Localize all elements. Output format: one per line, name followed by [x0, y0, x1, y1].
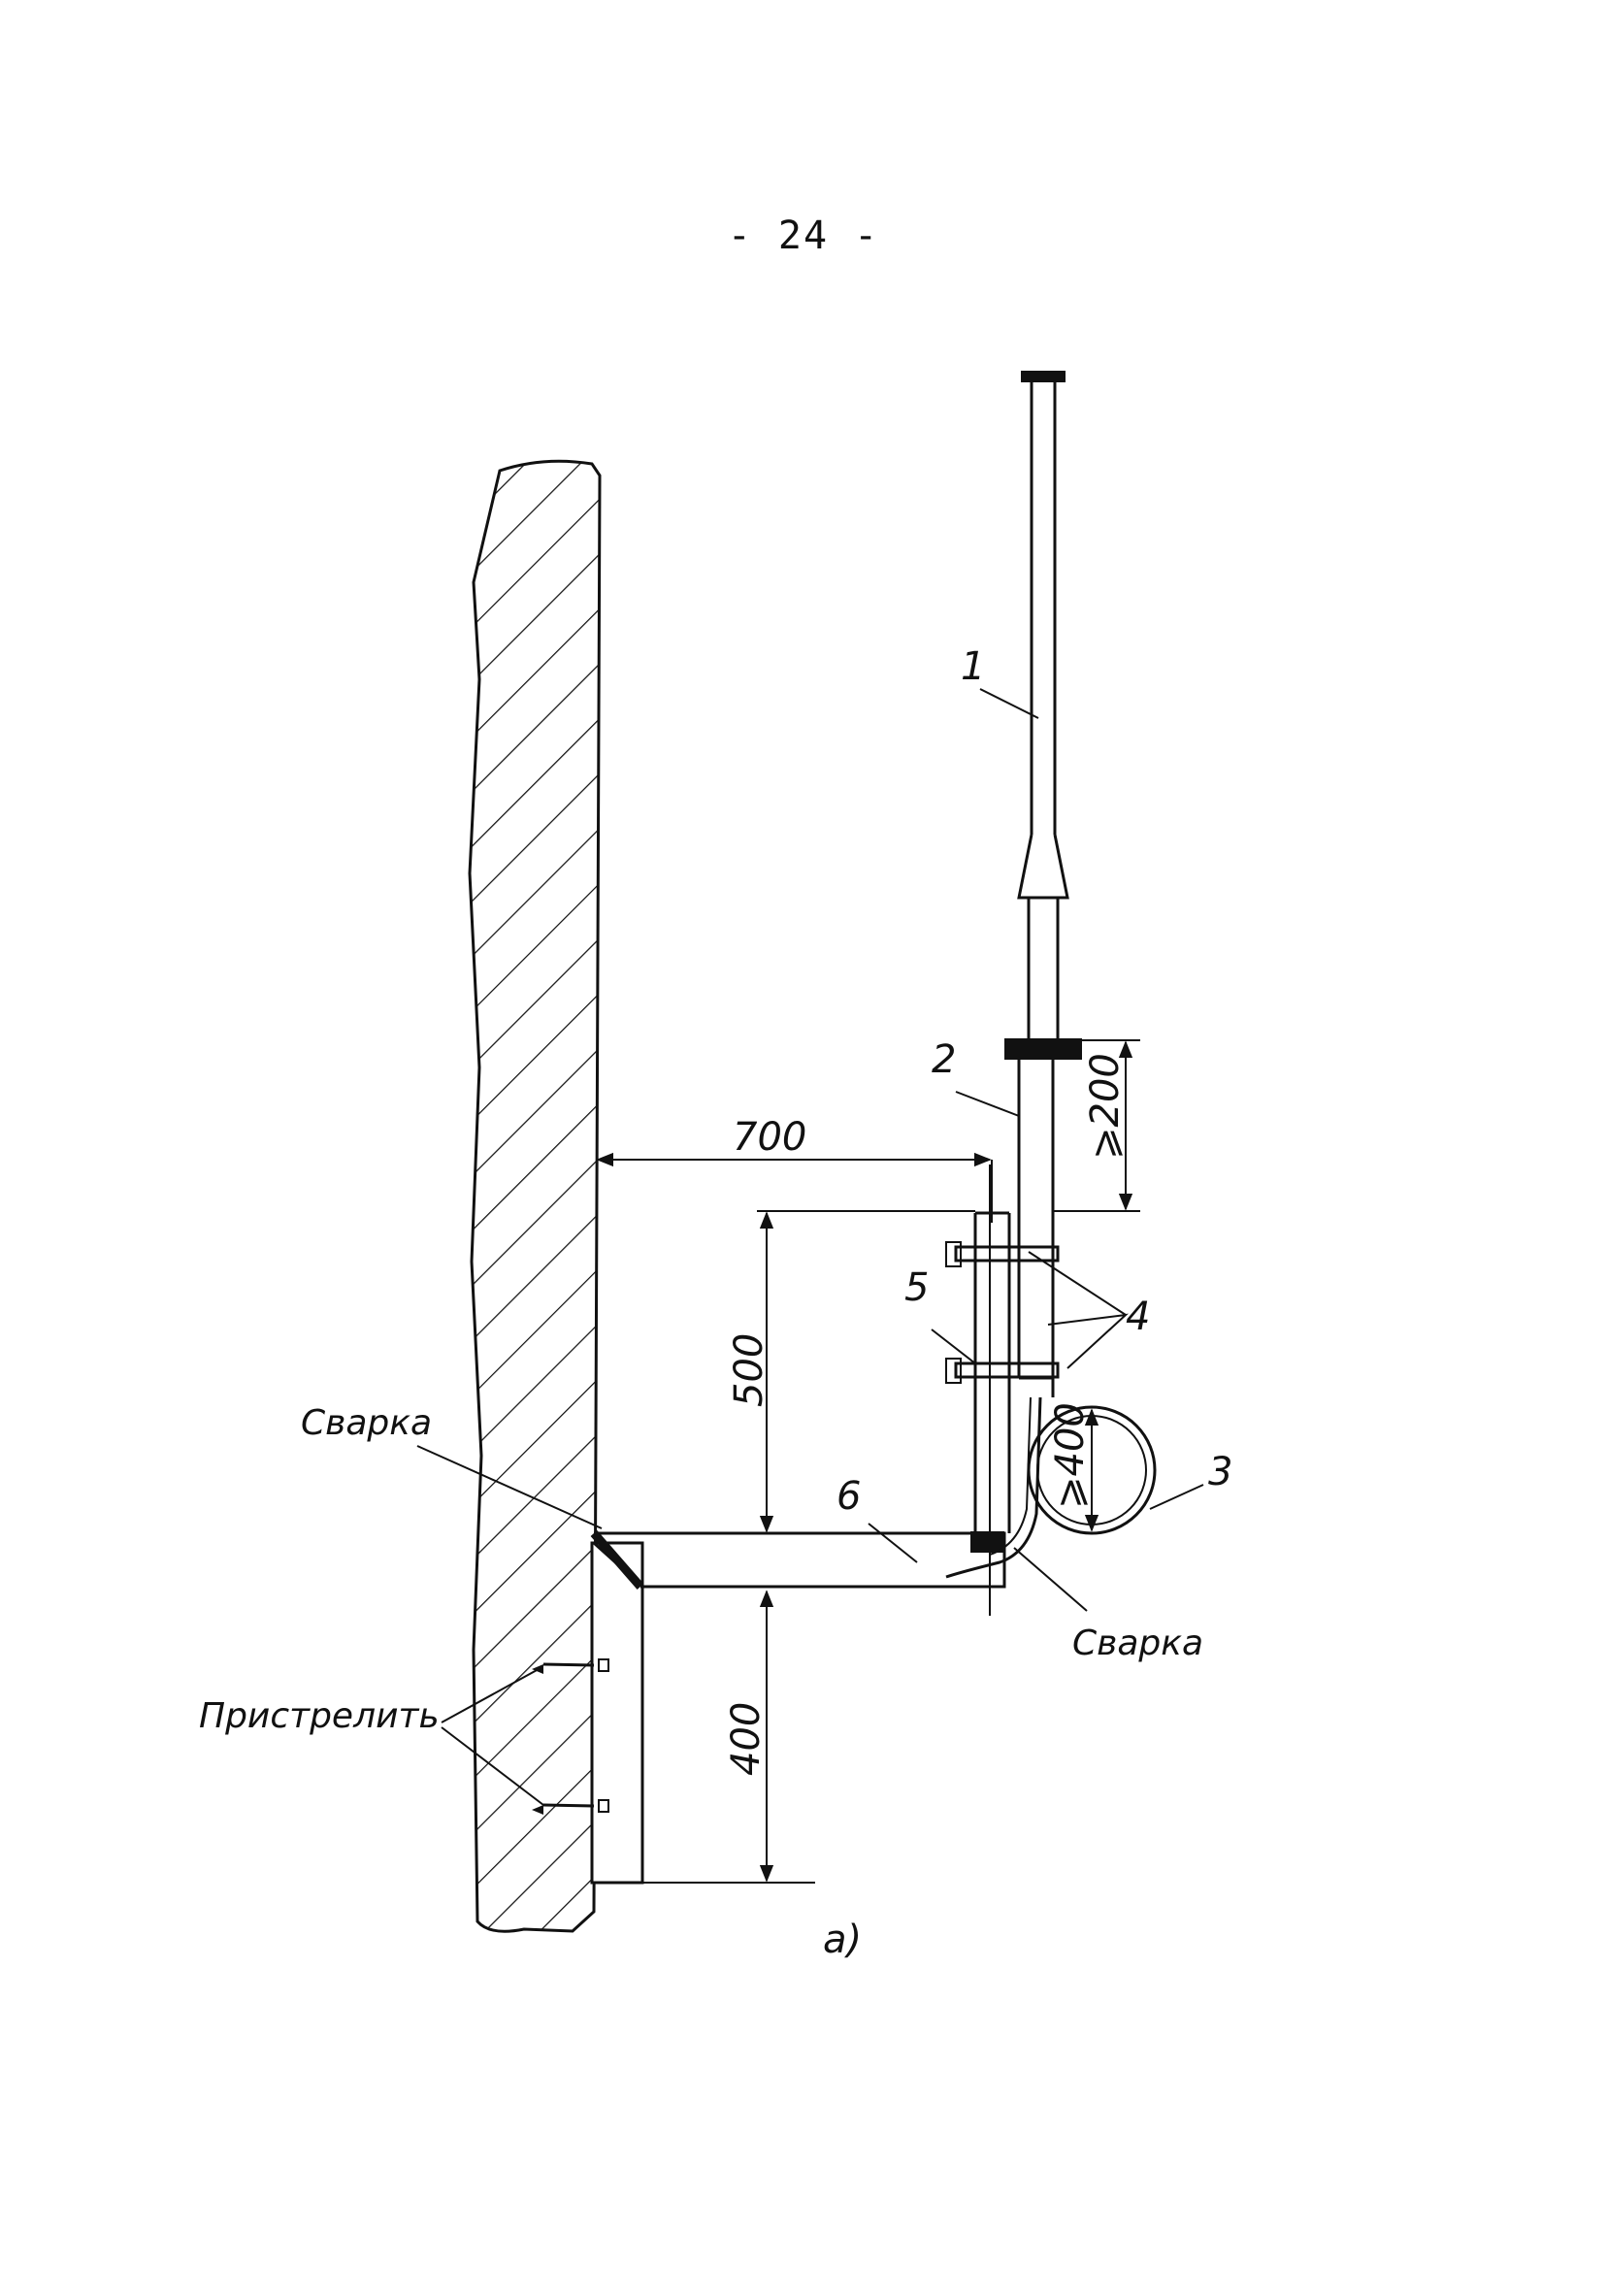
dimension-700 [596, 1152, 993, 1223]
leader-lines [416, 688, 1204, 1806]
callout-1: 1 [961, 644, 985, 689]
horizontal-support-arm [590, 1530, 1006, 1590]
dimension-label-ge400: ⩾400 [1048, 1402, 1093, 1509]
callout-3: 3 [1208, 1450, 1232, 1494]
clamps [945, 1241, 1060, 1384]
label-weld-right: Сварка [1072, 1624, 1203, 1663]
dimension-400 [642, 1590, 815, 1884]
page-number: - 24 - [727, 213, 880, 258]
dimension-label-400: 400 [724, 1702, 769, 1776]
dimension-label-500: 500 [727, 1333, 771, 1407]
dimension-500 [757, 1210, 975, 1533]
callout-4: 4 [1126, 1295, 1150, 1339]
label-shoot: Пристрелить [199, 1696, 440, 1736]
callout-6: 6 [836, 1474, 861, 1519]
figure-caption: а) [823, 1918, 862, 1962]
dimension-label-700: 700 [733, 1115, 806, 1160]
callout-2: 2 [932, 1037, 956, 1082]
callout-5: 5 [904, 1265, 929, 1310]
dimension-label-ge200: ⩾200 [1083, 1053, 1128, 1160]
wall [468, 459, 602, 1933]
label-weld-left: Сварка [301, 1403, 432, 1443]
wall-bracket [532, 1541, 644, 1885]
dimension-ge200 [1053, 1039, 1140, 1212]
antenna-mast [1004, 371, 1082, 1397]
